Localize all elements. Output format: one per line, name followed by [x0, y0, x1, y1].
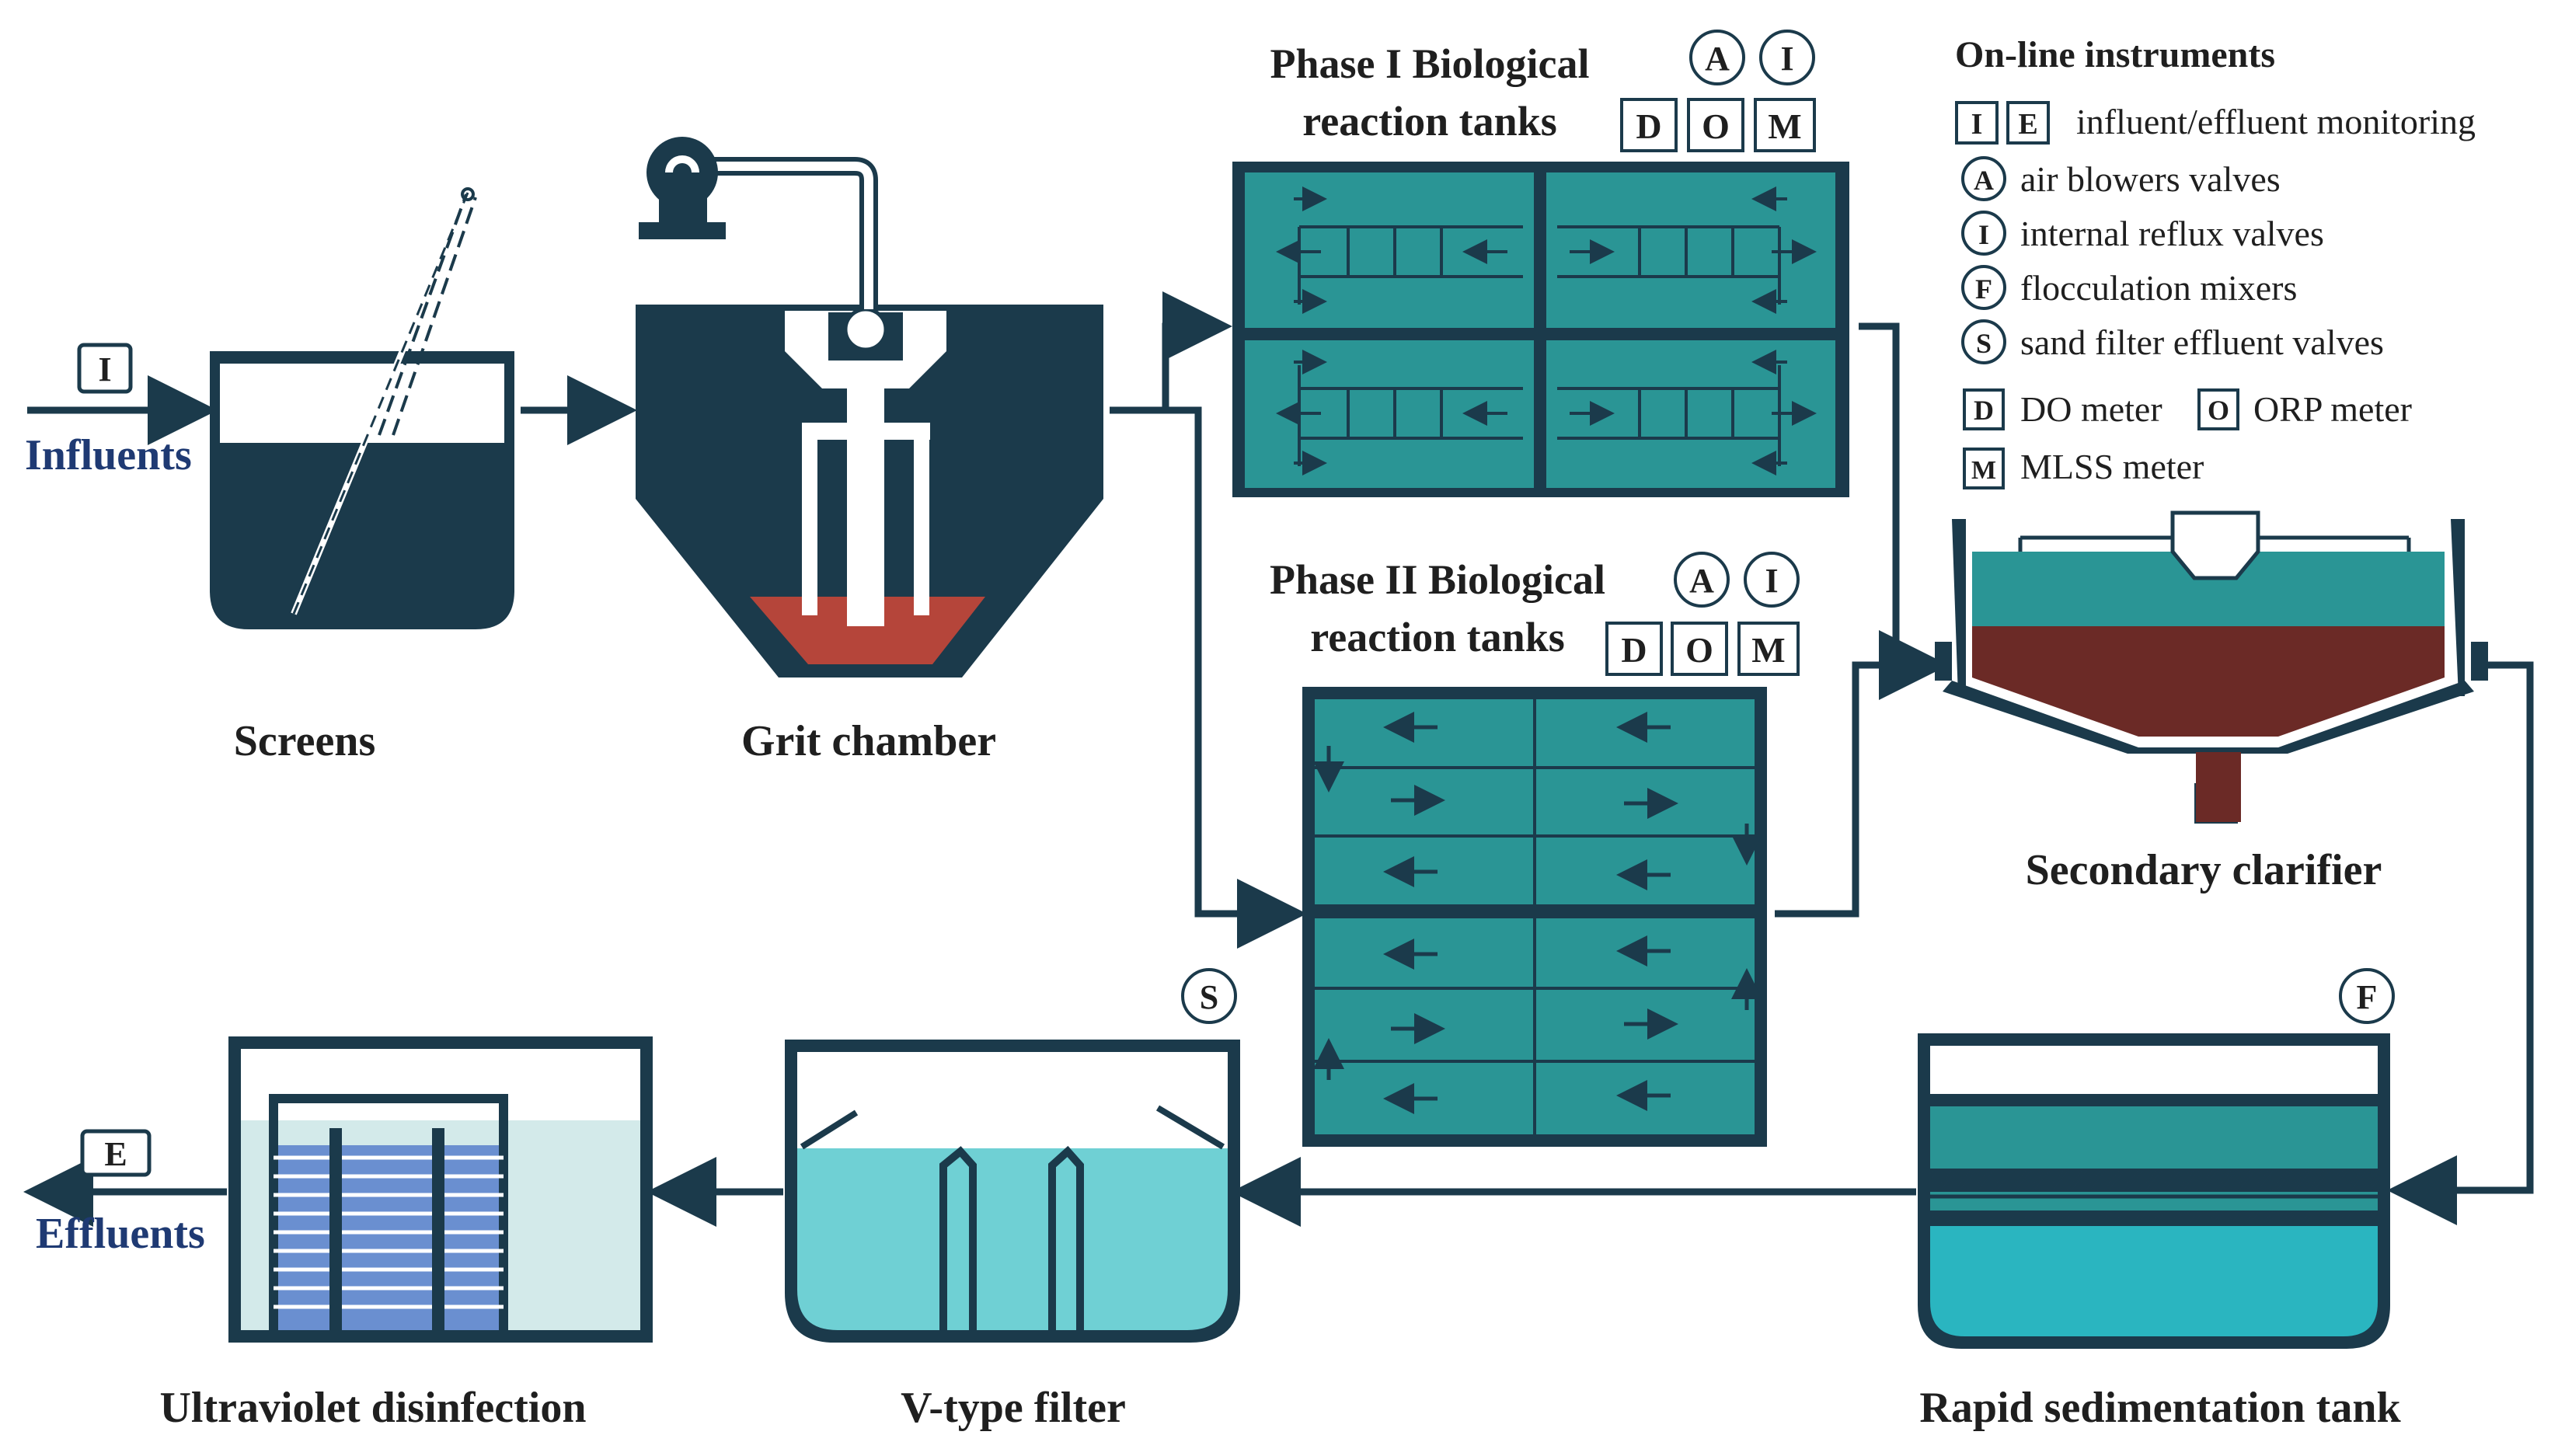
effluents-label: Effluents	[36, 1210, 205, 1258]
legend-o-box-label: O	[2208, 395, 2229, 426]
legend-i-circle	[1961, 211, 2006, 256]
phase2-air-valve-badge	[1674, 552, 1730, 608]
v-type-filter-unit: S V-type filter	[785, 968, 1240, 1432]
effluent-badge	[80, 1129, 152, 1177]
flow-arrow	[1110, 406, 1307, 949]
phase2-mlss-badge	[1737, 622, 1800, 676]
phase2-tanks: Phase II Biological reaction tanks A I D…	[1270, 552, 1800, 1147]
sand-filter-valve-badge	[1181, 968, 1237, 1024]
legend-title: On-line instruments	[1955, 34, 2275, 75]
uv-disinfection-unit: Ultraviolet disinfection	[159, 1036, 653, 1432]
legend-ie-text: influent/effluent monitoring	[2076, 102, 2476, 141]
secondary-clarifier-label: Secondary clarifier	[2026, 846, 2382, 894]
rapid-badge-f: F	[2357, 978, 2378, 1016]
legend-f-circle-label: F	[1975, 273, 1992, 305]
legend-i-box-label: I	[1971, 108, 1983, 141]
screens-unit: Screens	[210, 187, 514, 765]
effluent-badge-label: E	[104, 1135, 127, 1173]
flocculation-mixer-badge	[2339, 968, 2395, 1024]
legend-s-circle-label: S	[1976, 328, 1992, 359]
phase1-mlss-badge	[1754, 98, 1816, 152]
phase1-badge-o: O	[1702, 106, 1730, 146]
vfilter-badge-s: S	[1200, 978, 1218, 1016]
legend-d-text: DO meter	[2020, 389, 2162, 429]
screens-label: Screens	[234, 717, 376, 765]
influents-label: Influents	[25, 431, 192, 479]
legend-d-box	[1963, 388, 2005, 430]
phase2-badge-i: I	[1765, 562, 1778, 600]
legend-a-circle	[1961, 156, 2006, 201]
rapid-sedimentation-unit: F Rapid sedimentation tank	[1918, 968, 2401, 1432]
secondary-clarifier-unit: Secondary clarifier	[1935, 510, 2488, 894]
legend-f-circle	[1961, 265, 2006, 310]
influent-badge	[77, 343, 133, 394]
flow-arrow	[1859, 322, 1949, 700]
influent-badge-label: I	[98, 350, 111, 388]
phase1-title-line1: Phase I Biological	[1270, 40, 1589, 87]
legend-d-box-label: D	[1974, 395, 1994, 426]
phase1-orp-badge	[1687, 98, 1744, 152]
phase2-do-badge	[1605, 622, 1663, 676]
legend-i-circle-label: I	[1978, 219, 1989, 250]
phase2-reflux-valve-badge	[1744, 552, 1800, 608]
legend-a-text: air blowers valves	[2020, 159, 2281, 199]
legend-e-box-label: E	[2018, 108, 2037, 141]
uv-lamp-array	[274, 1128, 504, 1330]
legend-s-text: sand filter effluent valves	[2020, 322, 2384, 362]
phase1-title-line2: reaction tanks	[1302, 98, 1557, 145]
legend-m-box-label: M	[1971, 456, 1996, 485]
phase1-air-valve-badge	[1689, 30, 1745, 85]
phase1-reflux-valve-badge	[1759, 30, 1815, 85]
phase1-do-badge	[1620, 98, 1678, 152]
legend-e-box	[2006, 101, 2050, 145]
legend-o-text: ORP meter	[2253, 389, 2412, 429]
grit-chamber-unit: Grit chamber	[636, 137, 1103, 765]
legend-o-box	[2197, 388, 2239, 430]
uv-disinfection-label: Ultraviolet disinfection	[159, 1384, 586, 1432]
phase2-badge-o: O	[1685, 630, 1713, 670]
flow-arrow	[1775, 661, 1896, 918]
legend-i-text: internal reflux valves	[2020, 214, 2324, 253]
flow-arrow	[1110, 291, 1232, 414]
phase1-badge-m: M	[1768, 106, 1801, 146]
phase2-badge-a: A	[1689, 562, 1714, 600]
grit-chamber-label: Grit chamber	[741, 717, 996, 765]
v-type-filter-label: V-type filter	[901, 1384, 1126, 1432]
phase2-badge-m: M	[1751, 630, 1785, 670]
effluent-outlet: E Effluents	[23, 1129, 227, 1258]
legend-m-text: MLSS meter	[2020, 447, 2204, 486]
phase2-badge-d: D	[1621, 630, 1647, 670]
instrument-legend: On-line instruments I E influent/effluen…	[1955, 34, 2476, 489]
legend-f-text: flocculation mixers	[2020, 268, 2297, 308]
phase2-title-line1: Phase II Biological	[1270, 556, 1605, 603]
legend-a-circle-label: A	[1974, 165, 1994, 196]
phase1-badge-d: D	[1636, 106, 1661, 146]
influent-inlet: I Influents	[25, 343, 218, 479]
phase2-title-line2: reaction tanks	[1310, 614, 1565, 660]
flow-arrow	[2387, 661, 2534, 1225]
legend-s-circle	[1961, 319, 2006, 364]
phase1-badge-i: I	[1780, 40, 1793, 78]
legend-m-box	[1963, 448, 2005, 489]
legend-i-box	[1955, 101, 1999, 145]
phase2-orp-badge	[1671, 622, 1728, 676]
phase1-badge-a: A	[1705, 40, 1730, 78]
phase1-tanks: Phase I Biological reaction tanks A I D …	[1232, 30, 1849, 497]
rapid-sedimentation-label: Rapid sedimentation tank	[1919, 1384, 2401, 1432]
